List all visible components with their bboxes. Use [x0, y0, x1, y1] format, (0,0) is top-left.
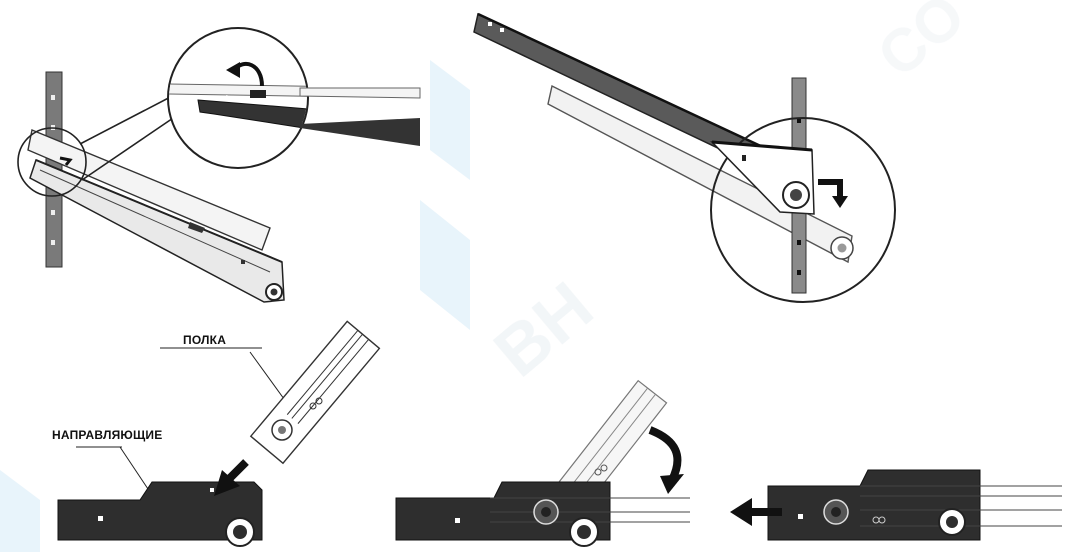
shelf-label: ПОЛКА [183, 333, 227, 347]
panel-detach-lock [17, 27, 421, 303]
panel-attach-rear [473, 12, 896, 303]
panel-labeled-parts [57, 320, 381, 547]
svg-text:CO: CO [865, 0, 977, 90]
detail-circle-small [17, 127, 87, 197]
rotate-arrow [648, 426, 682, 482]
watermark: BH CO [0, 0, 977, 552]
lower-rail [547, 84, 853, 264]
detail-circle-right [710, 117, 896, 303]
panel-rotate-down [395, 379, 690, 547]
guide-rail [57, 481, 263, 541]
outer-rail [27, 129, 271, 251]
panel-slide-in [730, 469, 1062, 541]
svg-text:BH: BH [480, 267, 608, 392]
guides-label: НАПРАВЛЯЮЩИЕ [52, 428, 163, 442]
detail-circle-large [167, 27, 309, 169]
